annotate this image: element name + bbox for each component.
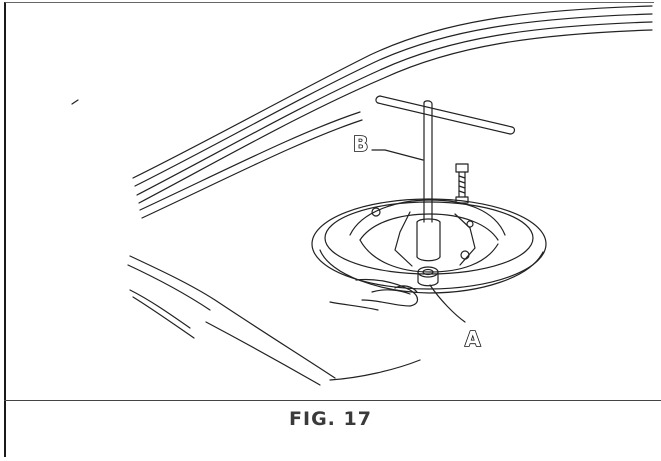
leader-line-a [429,284,466,323]
illustration: B A [71,5,653,386]
hold-down-bolt [455,163,469,204]
caption-divider [4,400,661,401]
hand [329,278,419,311]
figure-frame [4,2,654,457]
leader-line-b [371,149,424,161]
nut-a [417,266,439,287]
callout-label-a: A [465,327,481,351]
floor-panel-lines [127,255,421,386]
t-handle-wrench [375,95,516,262]
figure-caption: FIG. 17 [289,408,372,430]
body-panel-upper-lines [132,5,653,219]
callout-label-b: B [353,132,368,156]
wheel-well [311,198,547,294]
speck [71,99,79,105]
